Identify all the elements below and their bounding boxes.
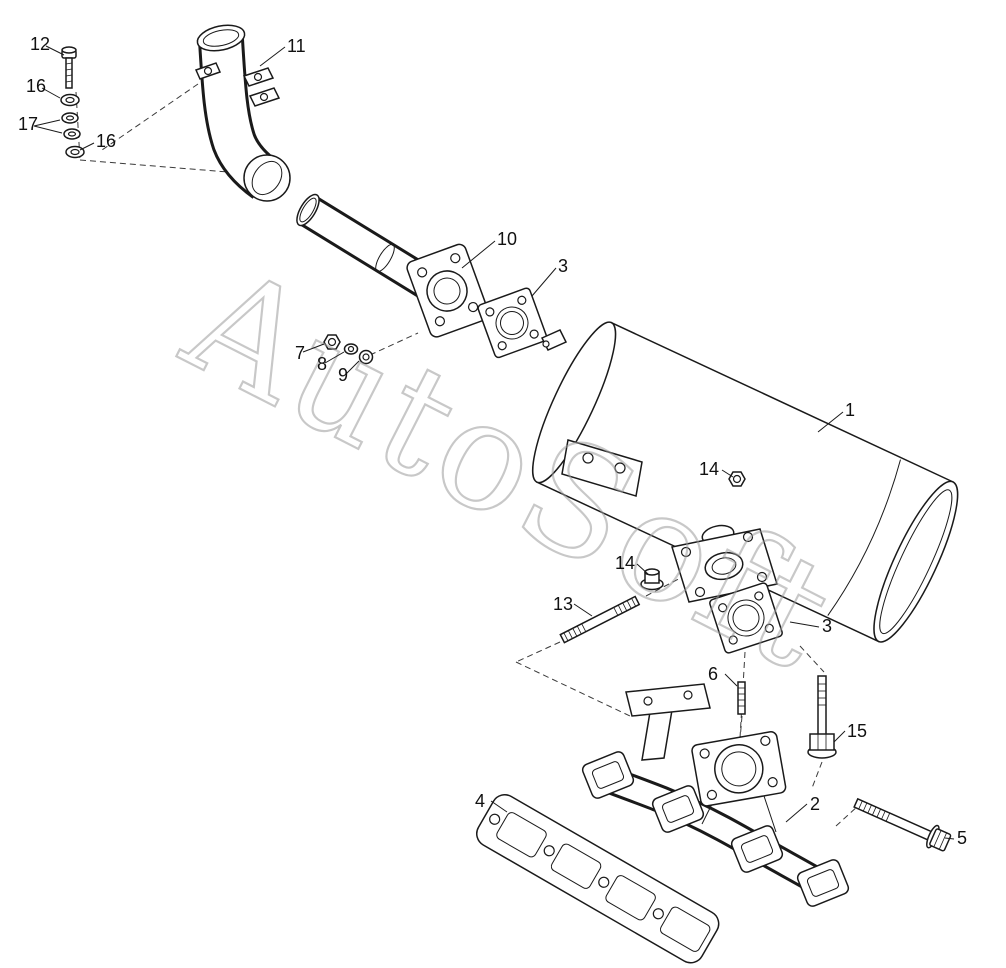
flange-gasket-upper (477, 287, 548, 359)
mounting-bolt-12 (61, 46, 77, 89)
callout-3-lower: 3 (822, 616, 832, 636)
callout-2: 2 (810, 794, 820, 814)
callout-7: 7 (295, 343, 305, 363)
flange-bolt-15 (807, 675, 837, 759)
elbow-bracket-right-2 (248, 87, 281, 107)
stud-13 (559, 595, 641, 644)
manifold-port-4 (796, 859, 850, 907)
washer-8 (343, 343, 359, 355)
callout-10: 10 (497, 229, 517, 249)
clamp-ring-9 (358, 349, 374, 365)
manifold-gasket (476, 794, 720, 964)
callout-14-lower: 14 (615, 553, 635, 573)
washer-17b (63, 128, 81, 140)
callout-leader-lines (33, 45, 955, 840)
manifold-port-3 (730, 825, 784, 873)
callout-17: 17 (18, 114, 38, 134)
exhaust-connecting-pipe (296, 193, 490, 338)
muffler-bracket (561, 439, 643, 497)
callout-4: 4 (475, 791, 485, 811)
flange-gasket-lower (709, 582, 783, 654)
callout-14-upper: 14 (699, 459, 719, 479)
manifold-port-1 (581, 751, 635, 799)
callout-12: 12 (30, 34, 50, 54)
exhaust-manifold (581, 683, 850, 907)
callout-16-lower: 16 (96, 131, 116, 151)
washer-17a (61, 112, 79, 124)
callout-labels: 12 16 17 16 11 10 3 1 7 8 9 14 14 13 3 6… (18, 34, 967, 848)
muffler-outlet-flange (671, 524, 778, 603)
pipe-flange (406, 243, 490, 338)
callout-15: 15 (847, 721, 867, 741)
manifold-port-2 (651, 785, 705, 833)
callout-8: 8 (317, 354, 327, 374)
elbow-bracket-left (194, 62, 222, 80)
exhaust-elbow-pipe (194, 24, 291, 202)
callout-1: 1 (845, 400, 855, 420)
manifold-bracket (625, 683, 711, 761)
flange-nut-14-lower (640, 568, 664, 591)
elbow-bracket-right-1 (242, 67, 275, 87)
washer-16-lower (65, 145, 85, 159)
muffler-inlet-stub (540, 329, 568, 351)
nut-7 (323, 334, 341, 350)
stud-6 (737, 681, 746, 715)
callout-11: 11 (287, 36, 306, 56)
washer-16-upper (60, 93, 80, 107)
hex-bolt-5 (853, 797, 952, 852)
callout-3-upper: 3 (558, 256, 568, 276)
callout-6: 6 (708, 664, 718, 684)
muffler (532, 321, 959, 643)
callout-13: 13 (553, 594, 573, 614)
callout-5: 5 (957, 828, 967, 848)
callout-16-upper: 16 (26, 76, 46, 96)
manifold-center-flange (691, 731, 787, 807)
callout-9: 9 (338, 365, 348, 385)
hex-nut-14-upper (728, 471, 746, 487)
